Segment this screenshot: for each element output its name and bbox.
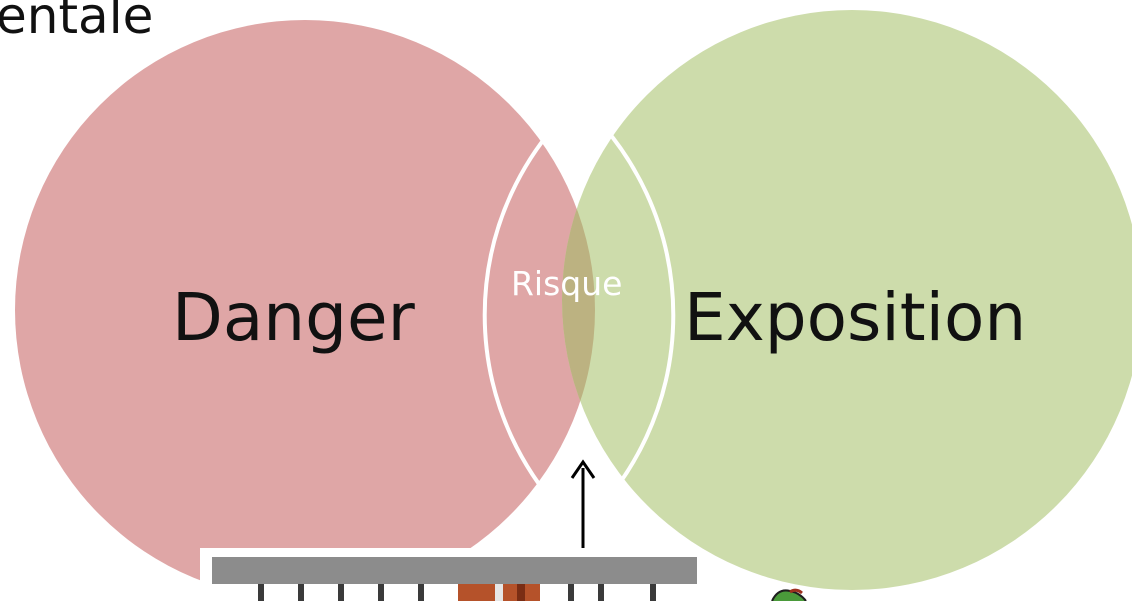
up-arrow-icon (572, 462, 594, 548)
risk-label: Risque (511, 267, 622, 300)
danger-label: Danger (172, 285, 415, 351)
bar-graphic-image (200, 548, 697, 601)
exposition-label: Exposition (684, 285, 1026, 351)
sketch-graphic-image (706, 590, 898, 601)
